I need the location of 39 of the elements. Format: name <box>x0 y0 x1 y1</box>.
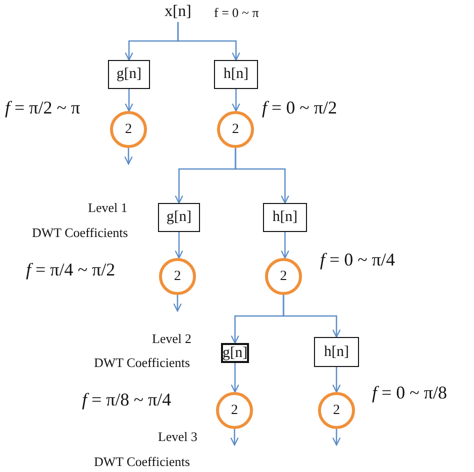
arrow <box>280 232 290 259</box>
arrow <box>234 148 290 204</box>
level-label: DWT Coefficients <box>32 225 128 241</box>
filter-box: g[n] <box>108 60 150 89</box>
filter-box: h[n] <box>214 60 258 89</box>
level-label: DWT Coefficients <box>94 355 190 371</box>
arrow <box>173 295 182 312</box>
arrow <box>177 22 240 61</box>
downsample-circle: 2 <box>159 258 196 295</box>
frequency-range-label: f = 0 ~ π/8 <box>372 382 447 404</box>
arrow <box>232 89 240 112</box>
downsample-circle: 2 <box>110 111 147 148</box>
filter-box: h[n] <box>263 203 307 232</box>
frequency-range-label: f = 0 ~ π/4 <box>320 250 395 270</box>
frequency-range-label: f = π/2 ~ π <box>5 98 80 118</box>
arrow <box>174 232 184 259</box>
filter-box: g[n] <box>221 343 249 363</box>
arrow <box>230 429 239 446</box>
downsample-circle: 2 <box>217 111 254 148</box>
filter-box: h[n] <box>314 337 359 367</box>
frequency-range-label: f = 0 ~ π/2 <box>262 98 337 118</box>
level-label: Level 1 <box>88 200 128 216</box>
downsample-circle: 2 <box>216 392 253 429</box>
arrow <box>332 367 341 393</box>
filter-box: g[n] <box>158 203 200 232</box>
downsample-circle: 2 <box>318 392 355 429</box>
arrow <box>124 148 133 165</box>
level-label: Level 3 <box>158 429 198 445</box>
arrow <box>124 89 134 112</box>
arrow <box>282 295 341 338</box>
arrow <box>230 363 240 393</box>
signal-label: x[n] <box>160 2 196 22</box>
level-label: f = 0 ~ π <box>214 5 259 21</box>
downsample-circle: 2 <box>265 258 302 295</box>
level-label: Level 2 <box>152 331 192 347</box>
arrow <box>332 429 341 446</box>
frequency-range-label: f = π/4 ~ π/2 <box>26 260 116 280</box>
frequency-range-label: f = π/8 ~ π/4 <box>82 390 172 410</box>
level-label: DWT Coefficients <box>94 454 190 470</box>
